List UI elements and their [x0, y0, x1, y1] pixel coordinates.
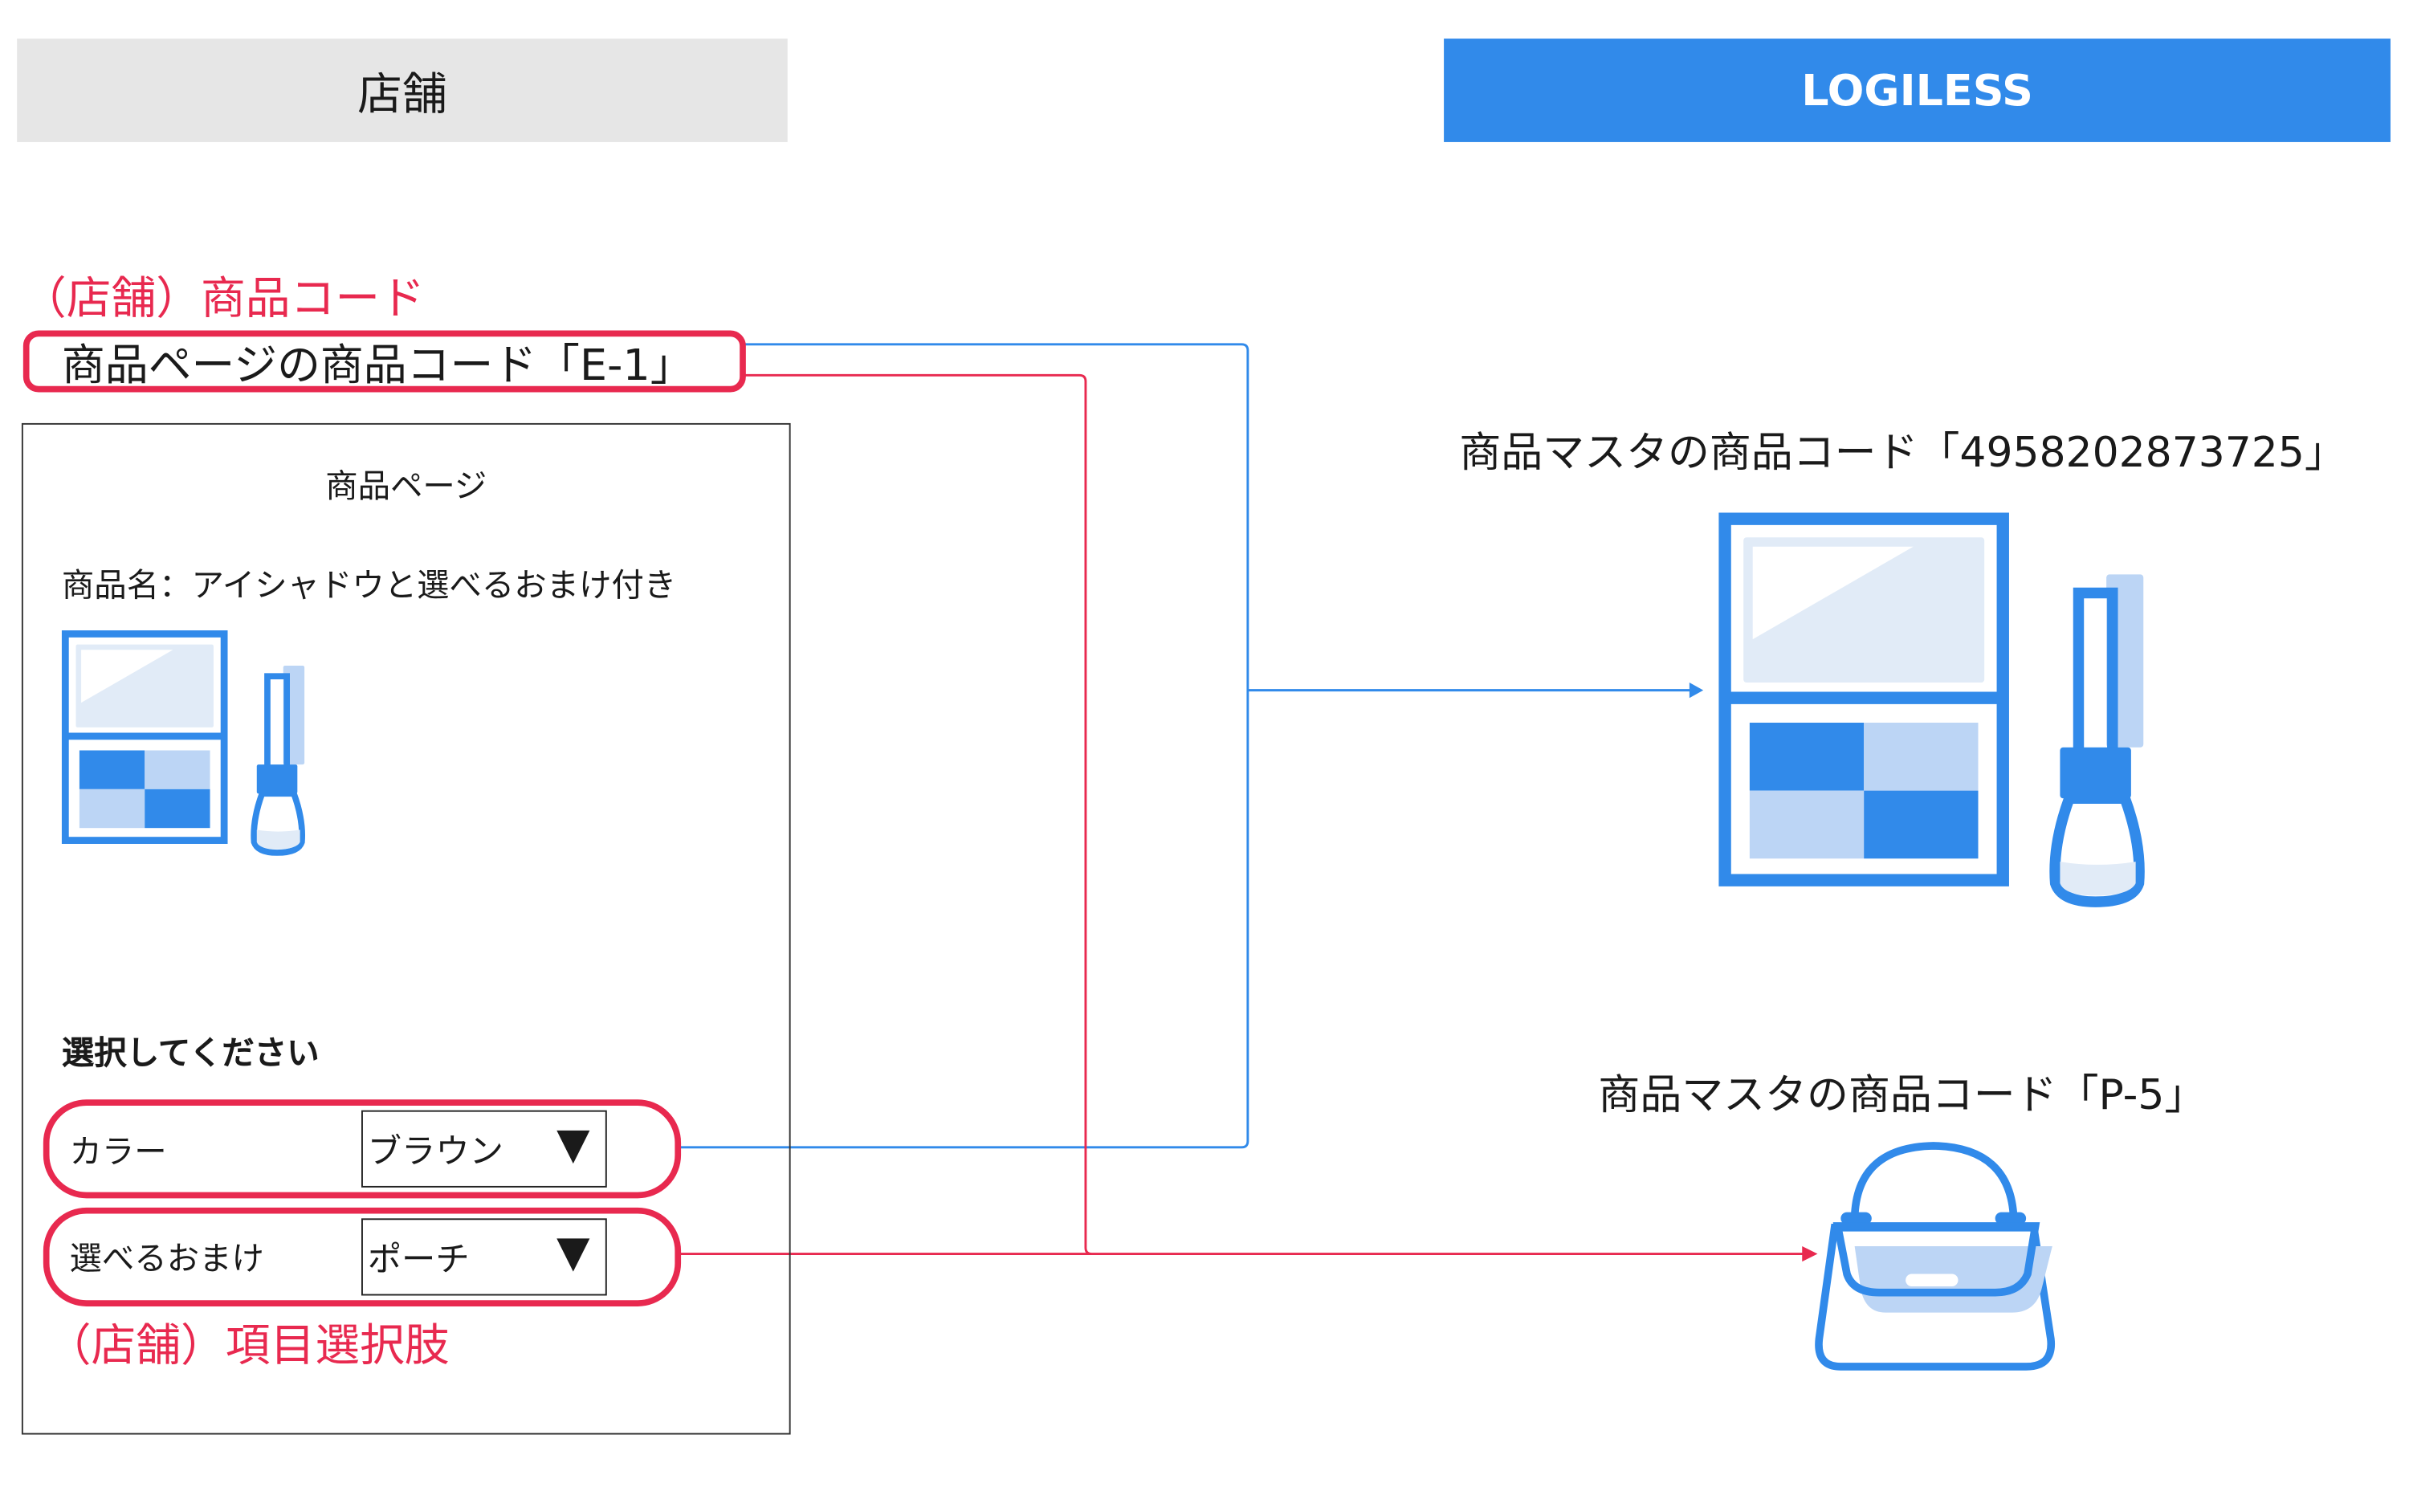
- color-select[interactable]: ブラウン ▼: [361, 1110, 607, 1188]
- chevron-down-icon: ▼: [556, 1118, 590, 1169]
- eyeshadow-set-icon-large: [1718, 512, 2145, 907]
- blue-connector: [679, 343, 1696, 1149]
- handbag-icon: [1815, 1142, 2056, 1371]
- red-arrowhead: [1802, 1245, 1818, 1262]
- product-code-text: 商品ページの商品コード「E-1」: [61, 340, 694, 391]
- store-header: 店舗: [17, 39, 788, 142]
- product-page-title: 商品ページ: [325, 467, 487, 505]
- red-connector: [679, 373, 1808, 1255]
- logiless-header: LOGILESS: [1444, 39, 2391, 142]
- store-header-label: 店舗: [357, 67, 447, 120]
- option-label-bonus: 選べるおまけ: [69, 1240, 264, 1278]
- product-page-frame: [21, 422, 791, 1435]
- store-product-code-label: （店舗）商品コード: [21, 271, 425, 324]
- master-code-eyeshadow: 商品マスタの商品コード「4958202873725」: [1459, 429, 2346, 478]
- option-label-color: カラー: [69, 1133, 167, 1171]
- blue-arrowhead: [1689, 683, 1704, 699]
- bonus-select-value: ポーチ: [367, 1241, 470, 1281]
- option-row-highlight-bonus: [43, 1207, 682, 1306]
- product-code-highlight: [22, 330, 746, 393]
- color-select-value: ブラウン: [367, 1133, 503, 1172]
- eyeshadow-set-icon: [61, 630, 306, 856]
- logiless-header-label: LOGILESS: [1801, 64, 2033, 116]
- select-prompt: 選択してください: [61, 1034, 320, 1072]
- product-name: 商品名：アイシャドウと選べるおまけ付き: [61, 566, 677, 604]
- master-code-pouch: 商品マスタの商品コード「P-5」: [1598, 1071, 2207, 1120]
- store-option-label: （店舗）項目選択肢: [46, 1318, 450, 1371]
- chevron-down-icon: ▼: [556, 1225, 590, 1278]
- bonus-select[interactable]: ポーチ ▼: [361, 1218, 607, 1296]
- option-row-highlight-color: [43, 1099, 682, 1199]
